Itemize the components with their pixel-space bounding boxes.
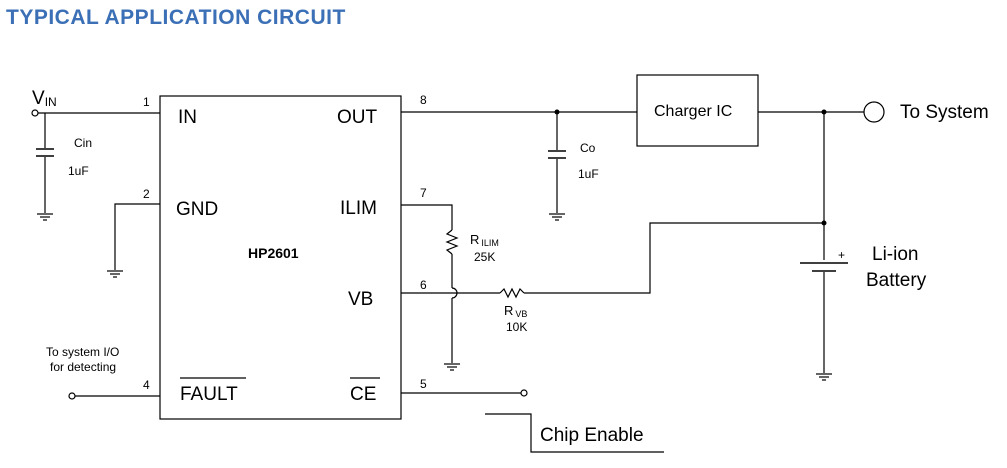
co-value: 1uF: [578, 167, 599, 181]
rilim-resistor: [445, 229, 459, 255]
ground-icon: [549, 213, 565, 221]
battery-line1: Li-ion: [872, 244, 918, 265]
ground-icon: [816, 373, 832, 381]
pin-ce-num: 5: [420, 377, 427, 391]
co-name: Co: [580, 141, 596, 155]
pin-fault-name: FAULT: [180, 384, 238, 405]
pin-ilim-name: ILIM: [340, 198, 377, 219]
ce-terminal[interactable]: [520, 389, 528, 397]
battery-line2: Battery: [866, 270, 927, 291]
battery-plus: +: [838, 248, 845, 262]
pin-vb-name: VB: [348, 289, 373, 310]
pin-gnd-num: 2: [143, 187, 150, 201]
cin-value: 1uF: [68, 164, 89, 178]
fault-io-line2: for detecting: [50, 360, 116, 374]
pin-out-name: OUT: [337, 107, 378, 128]
pin-gnd-name: GND: [176, 199, 218, 220]
pin-vb-num: 6: [420, 278, 427, 292]
pin-fault-num: 4: [143, 378, 150, 392]
charger-ic-box: [636, 74, 759, 147]
ground-icon: [107, 270, 123, 278]
pin-in-num: 1: [143, 95, 150, 109]
system-label: To System: [900, 102, 989, 123]
pin-out-num: 8: [420, 93, 427, 107]
fault-io-line1: To system I/O: [46, 345, 119, 359]
chip-name: HP2601: [248, 245, 299, 261]
rvb-value: 10K: [506, 320, 527, 334]
pin-ilim-num: 7: [420, 186, 427, 200]
rvb-resistor: [499, 287, 525, 299]
chip-enable-label: Chip Enable: [540, 425, 644, 446]
system-terminal[interactable]: [863, 101, 885, 123]
pin-in-name: IN: [178, 107, 197, 128]
ic-body: [159, 95, 402, 420]
cin-name: Cin: [74, 136, 92, 150]
pin-ce-name: CE: [350, 384, 376, 405]
rilim-value: 25K: [474, 250, 495, 264]
ground-icon: [444, 363, 460, 371]
vin-label: VIN: [32, 88, 57, 109]
charger-ic-label: Charger IC: [654, 103, 732, 120]
ground-icon: [37, 213, 53, 221]
page-title: TYPICAL APPLICATION CIRCUIT: [6, 6, 346, 29]
fault-terminal[interactable]: [68, 392, 76, 400]
vin-terminal[interactable]: [31, 109, 39, 117]
